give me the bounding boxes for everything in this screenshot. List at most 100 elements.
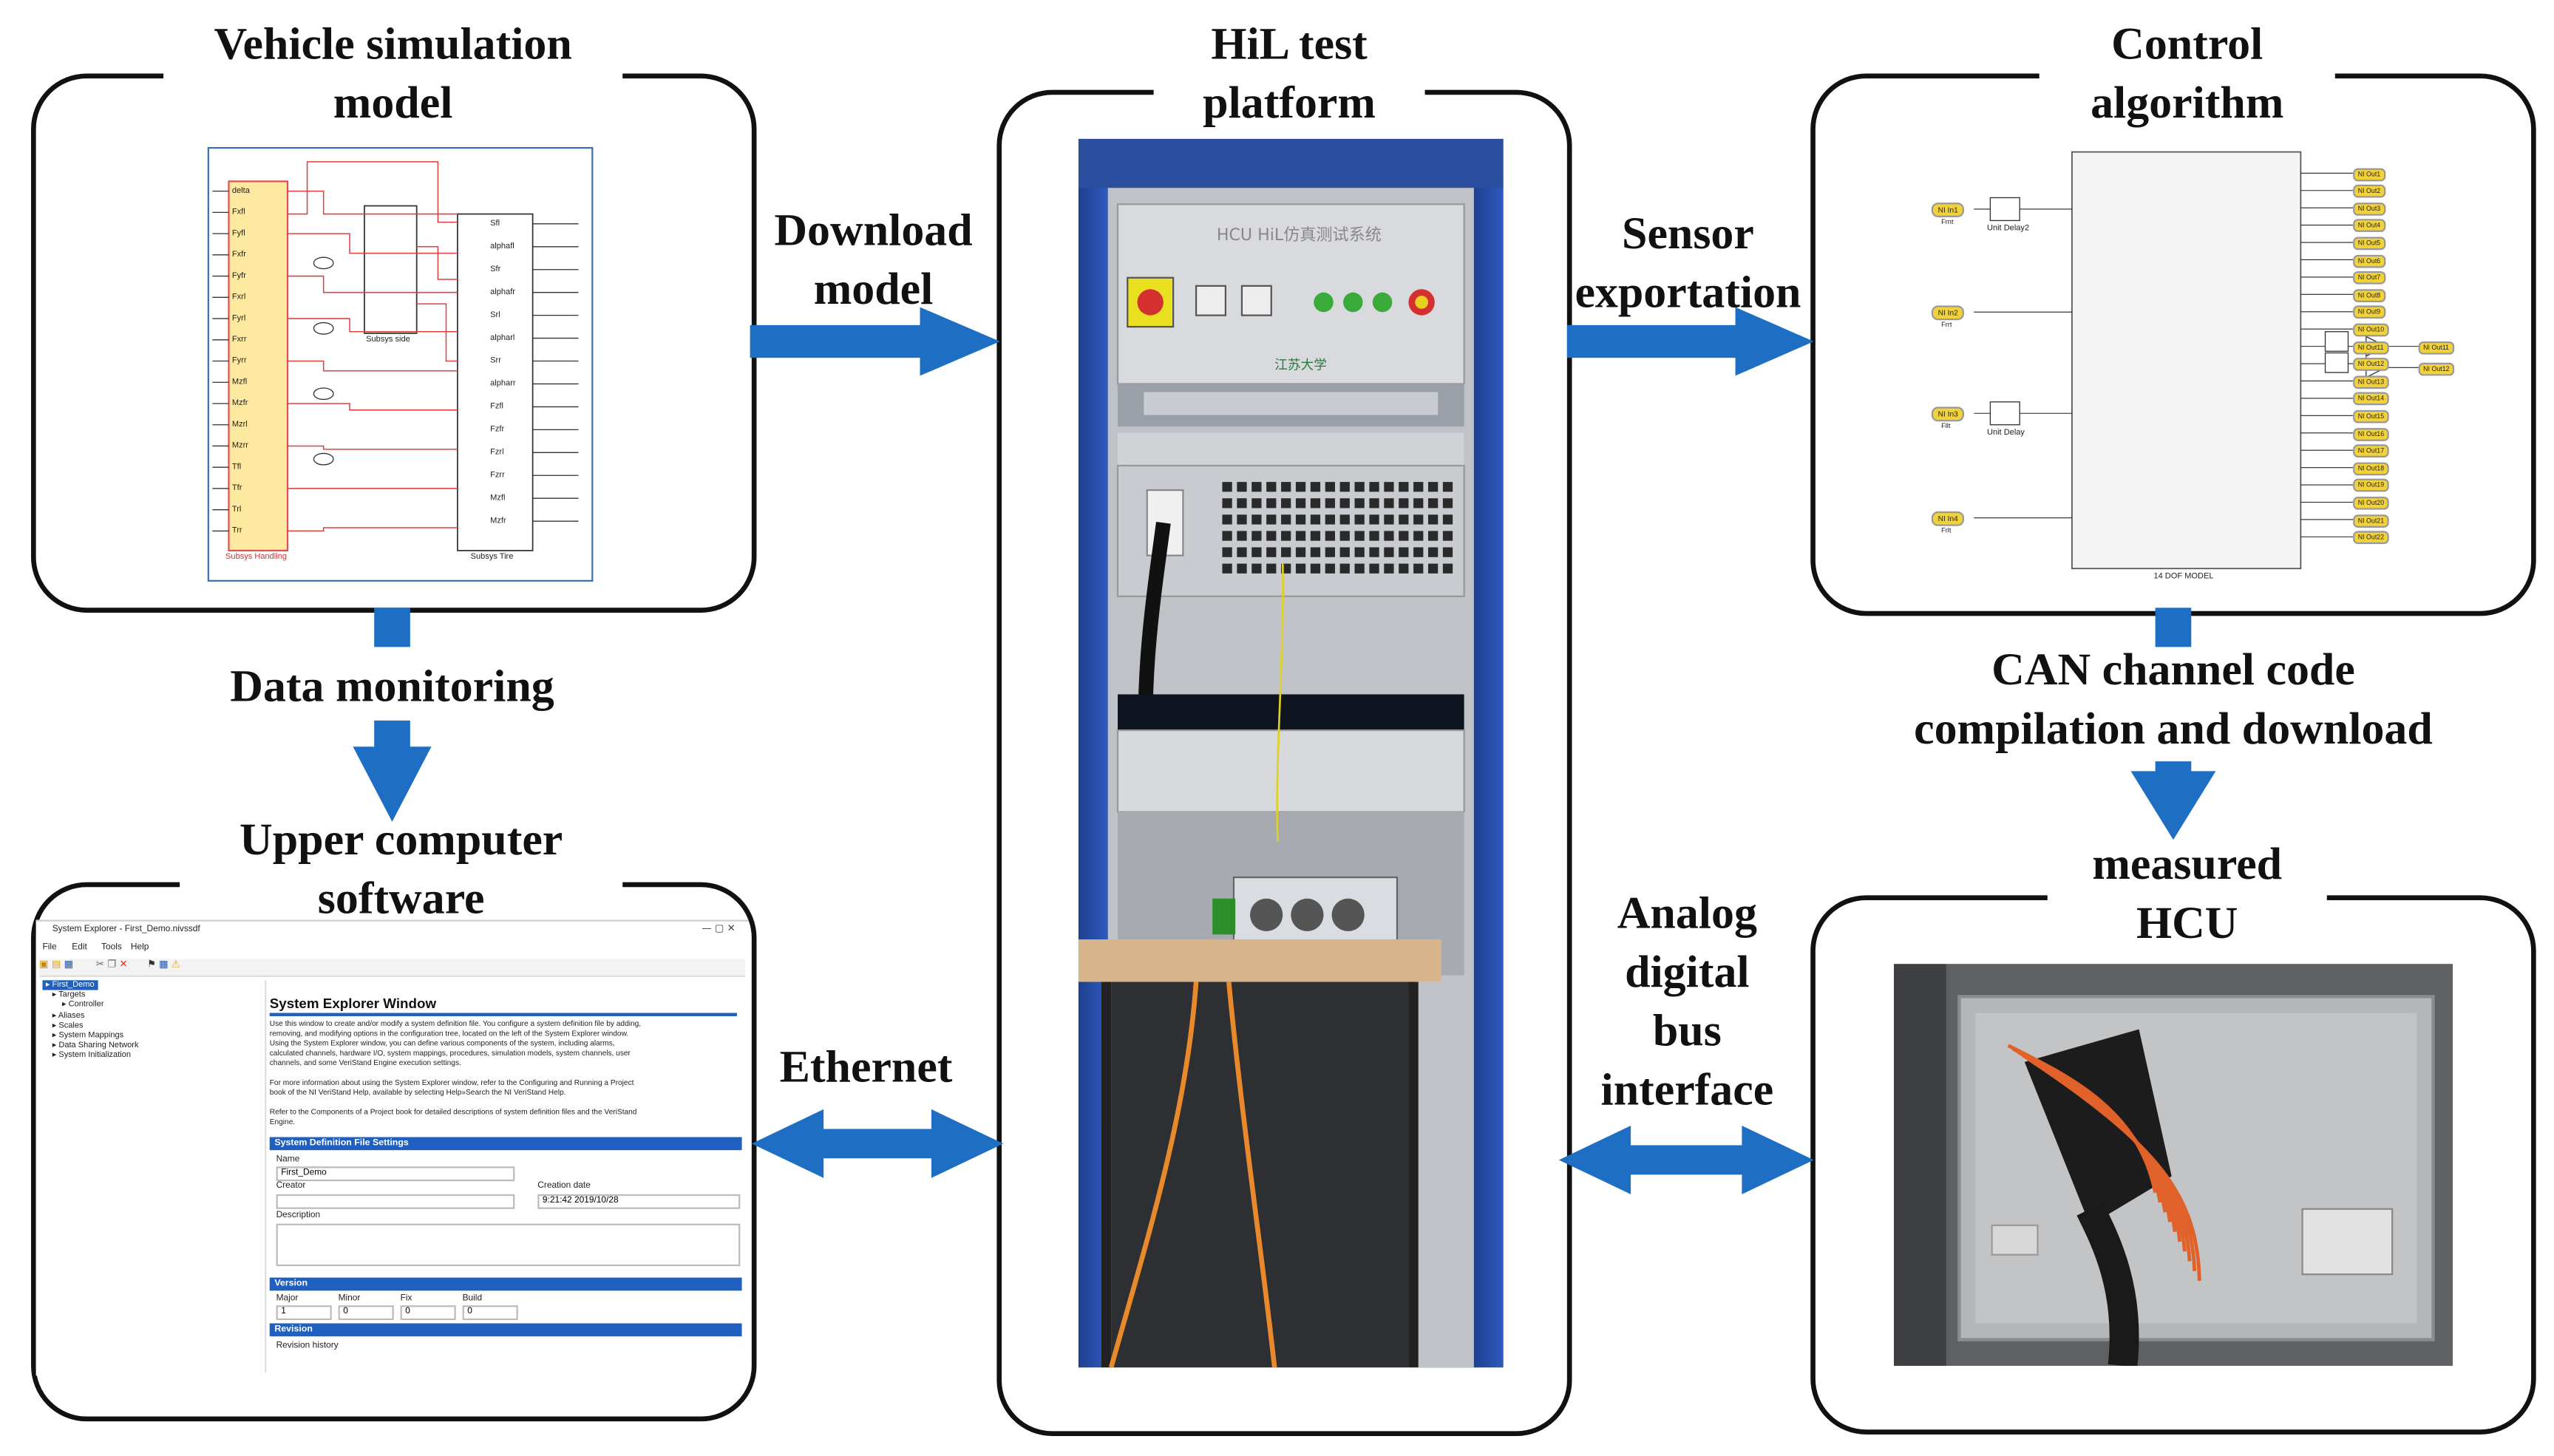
control-extra-output-port: NI Out11 — [2418, 341, 2454, 355]
tree-item[interactable]: ▸ Aliases — [52, 1010, 85, 1021]
cut-icon[interactable]: ✂ — [95, 959, 105, 971]
simulink-output-label: Mzfr — [490, 516, 506, 526]
unit-delay-label: Unit Delay — [1986, 428, 2025, 438]
desc-line-6: For more information about using the Sys… — [269, 1078, 634, 1086]
control-output-port: NI Out6 — [2353, 254, 2385, 268]
tree-item[interactable]: ▸ Targets — [52, 990, 86, 1001]
rack-logo: 江苏大学 — [1274, 358, 1327, 372]
control-input-port: NI In3 — [1931, 406, 1965, 422]
tree-item[interactable]: ▸ First_Demo — [42, 980, 98, 990]
control-extra-output-port: NI Out12 — [2418, 362, 2455, 376]
can-channel-arrow — [2130, 761, 2216, 840]
menu-item-edit[interactable]: Edit — [72, 942, 87, 953]
control-output-port: NI Out22 — [2353, 531, 2389, 545]
window-controls: — ▢ ✕ — [702, 922, 736, 935]
tree-item[interactable]: ▸ System Mappings — [52, 1030, 124, 1041]
folder-icon[interactable]: ▤ — [51, 959, 61, 971]
delete-icon[interactable]: ✕ — [119, 959, 128, 971]
unit-delay2-label: Unit Delay2 — [1986, 223, 2030, 234]
control-input-label: Frlt — [1941, 525, 1952, 534]
control-output-port: NI Out17 — [2353, 444, 2389, 458]
control-output-port: NI Out11 — [2353, 340, 2389, 354]
hil-platform-title: HiL test platform — [1153, 16, 1425, 135]
control-output-port: NI Out16 — [2353, 427, 2389, 440]
grid-icon[interactable]: ▦ — [159, 959, 169, 971]
version-field[interactable]: 0 — [462, 1305, 518, 1321]
simulink-input-label: Trr — [231, 525, 242, 537]
revision-section-bar: Revision — [269, 1323, 742, 1337]
control-input-label: Fllt — [1941, 421, 1951, 430]
sensor-exportation-arrow — [1566, 307, 1814, 376]
window-title: System Explorer - First_Demo.nivssdf — [52, 925, 200, 935]
description-field[interactable] — [276, 1223, 741, 1267]
simulink-output-label: Fzfl — [490, 401, 503, 412]
tree-item[interactable]: ▸ Controller — [61, 1000, 104, 1010]
simulink-output-label: Fzrr — [490, 470, 505, 480]
tree-item[interactable]: ▸ Data Sharing Network — [52, 1041, 139, 1051]
system-explorer-window: System Explorer - First_Demo.nivssdf — ▢… — [35, 919, 749, 1376]
creator-label: Creator — [276, 1181, 306, 1191]
version-field[interactable]: 0 — [338, 1305, 394, 1321]
save-icon[interactable]: ▦ — [64, 959, 74, 971]
control-output-port: NI Out1 — [2353, 167, 2385, 181]
simulink-input-label: Fyrr — [231, 356, 247, 367]
data-monitoring-arrow — [353, 720, 432, 822]
warning-icon[interactable]: ⚠ — [171, 959, 180, 971]
can-channel-connector — [2155, 608, 2192, 647]
simulink-input-label: Mzfr — [231, 398, 248, 409]
tree-item[interactable]: ▸ Scales — [52, 1021, 84, 1031]
menu-item-help[interactable]: Help — [130, 942, 149, 953]
control-output-port: NI Out8 — [2353, 288, 2385, 302]
copy-icon[interactable]: ❐ — [107, 959, 117, 971]
revision-history-label: Revision history — [276, 1341, 339, 1352]
ethernet-arrow — [751, 1109, 1004, 1178]
version-label: Build — [462, 1293, 483, 1304]
version-field[interactable]: 1 — [276, 1305, 332, 1321]
control-output-port: NI Out10 — [2353, 323, 2389, 337]
simulink-input-label: Fyfl — [231, 228, 245, 239]
simulink-input-label: Fyrl — [231, 313, 246, 324]
simulink-output-label: Sfl — [490, 219, 500, 229]
tree-item[interactable]: ▸ System Initialization — [52, 1051, 132, 1061]
desc-line-8: Refer to the Components of a Project boo… — [269, 1107, 637, 1116]
side-block — [364, 205, 418, 334]
name-field[interactable]: First_Demo — [276, 1166, 515, 1182]
desc-line-9: Engine. — [269, 1117, 296, 1126]
control-input-port: NI In4 — [1931, 511, 1965, 526]
version-section-bar: Version — [269, 1277, 742, 1291]
open-icon[interactable]: ▣ — [39, 959, 49, 971]
vehicle-model-title: Vehicle simulation model — [163, 16, 623, 135]
menu-item-file[interactable]: File — [42, 942, 57, 953]
control-output-port: NI Out18 — [2353, 461, 2389, 475]
creation-date-field[interactable]: 9:21:42 2019/10/28 — [537, 1194, 741, 1209]
analog-bus-arrow — [1558, 1126, 1814, 1194]
control-output-port: NI Out14 — [2353, 392, 2389, 406]
dof-model-block — [2071, 151, 2302, 570]
hil-rack-photo: HCU HiL仿真测试系统 江苏大学 — [1078, 138, 1504, 1368]
simulink-input-label: Fxrl — [231, 292, 246, 302]
creator-field[interactable] — [276, 1194, 515, 1209]
measured-hcu-title: measured HCU — [2047, 836, 2327, 954]
data-monitoring-label: Data monitoring — [230, 661, 554, 712]
simulink-input-label: Mzrl — [231, 420, 248, 430]
control-output-port: NI Out2 — [2353, 184, 2385, 198]
desc-line-5: channels, and some VeriStand Engine exec… — [269, 1058, 461, 1067]
control-output-port: NI Out3 — [2353, 202, 2385, 216]
sensor-exportation-label: Sensor exportation — [1575, 208, 1801, 319]
desc-line-2: removing, and modifying options in the c… — [269, 1029, 629, 1038]
version-field[interactable]: 0 — [400, 1305, 456, 1321]
simulink-input-label: Trl — [231, 505, 242, 515]
desc-line-1: Use this window to create and/or modify … — [269, 1019, 642, 1028]
toolbar: ▣ ▤ ▦ ✂ ❐ ✕ ⚑ ▦ ⚠ — [39, 959, 745, 977]
deploy-icon[interactable]: ⚑ — [146, 959, 156, 971]
simulink-input-label: Fxfl — [231, 207, 245, 217]
simulink-output-label: alphafl — [490, 242, 514, 252]
simulink-output-label: Mzfl — [490, 493, 506, 503]
menu-item-tools[interactable]: Tools — [101, 942, 122, 953]
simulink-output-label: alphafr — [490, 288, 515, 298]
control-input-label: Frnt — [1941, 217, 1954, 226]
control-output-port: NI Out20 — [2353, 496, 2389, 510]
